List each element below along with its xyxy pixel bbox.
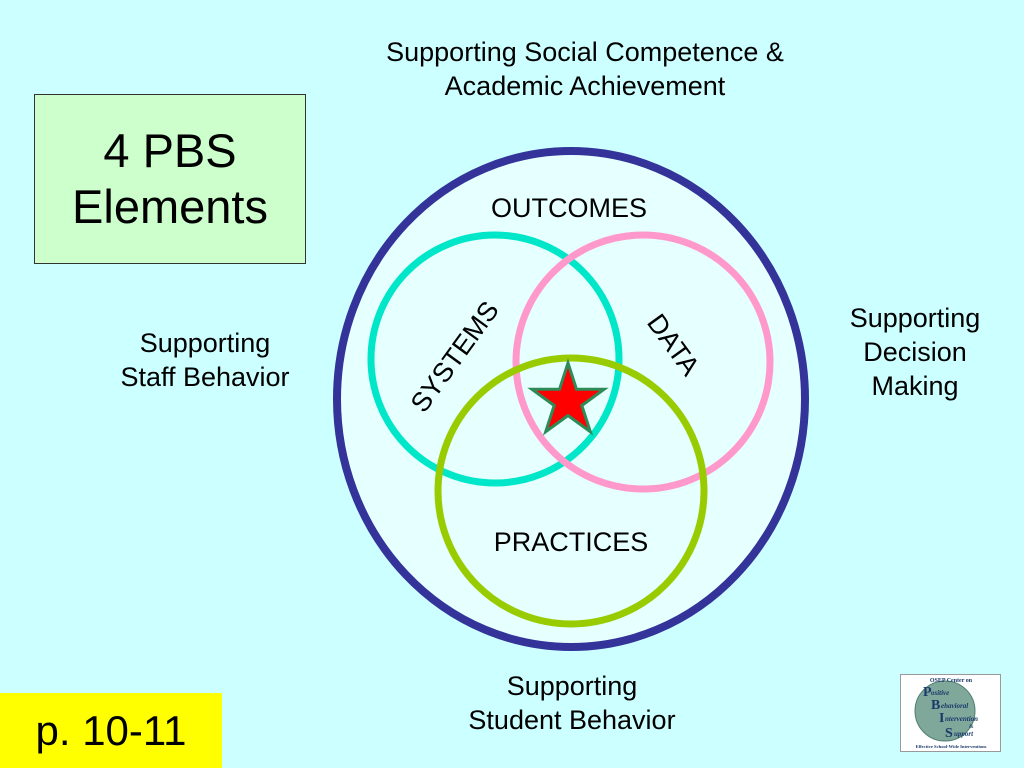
practices-label: PRACTICES [494, 527, 649, 557]
logo-word-support: upport [954, 730, 974, 738]
pbis-logo: OSEP Center on P ositive B ehavioral I n… [900, 674, 1001, 752]
logo-letter-i: I [939, 711, 944, 726]
caption-decision-making: Supporting Decision Making [812, 302, 1018, 403]
logo-ampersand: & [969, 724, 974, 730]
logo-word-behavioral: ehavioral [941, 702, 968, 710]
caption-left-line-2: Staff Behavior [120, 361, 290, 392]
practices-circle [434, 354, 708, 628]
logo-word-intervention: ntervention [945, 715, 978, 723]
logo-letter-b: B [931, 698, 940, 713]
logo-word-positive: ositive [931, 689, 949, 697]
title-line-1: 4 PBS [103, 123, 237, 177]
caption-staff-behavior: Supporting Staff Behavior [80, 327, 330, 395]
caption-right-line-1: Supporting [849, 303, 981, 333]
caption-top-line-2: Academic Achievement [444, 70, 726, 101]
caption-student-behavior: Supporting Student Behavior [412, 670, 732, 738]
star-icon [527, 358, 609, 436]
outcomes-label: OUTCOMES [491, 193, 647, 223]
logo-letter-s: S [945, 726, 953, 741]
caption-right-line-3: Making [871, 370, 959, 401]
systems-circle [367, 231, 623, 487]
caption-top-line-1: Supporting Social Competence & [386, 37, 784, 67]
title-box: 4 PBS Elements [34, 94, 306, 264]
logo-tagline: Effective School-Wide Interventions [916, 744, 987, 749]
caption-bottom-line-1: Supporting [506, 671, 638, 701]
pbis-logo-graphic: OSEP Center on P ositive B ehavioral I n… [914, 678, 987, 749]
title-line-2: Elements [72, 180, 268, 233]
caption-left-line-1: Supporting [139, 328, 271, 358]
data-circle [512, 231, 774, 493]
caption-social-competence: Supporting Social Competence & Academic … [300, 36, 870, 104]
caption-bottom-line-2: Student Behavior [468, 704, 676, 735]
caption-right-line-2: Decision [863, 336, 967, 367]
logo-letter-p: P [923, 685, 932, 700]
logo-line-1: OSEP Center on [930, 678, 973, 684]
page-reference: p. 10-11 [0, 693, 222, 768]
page-reference-text: p. 10-11 [35, 706, 187, 754]
